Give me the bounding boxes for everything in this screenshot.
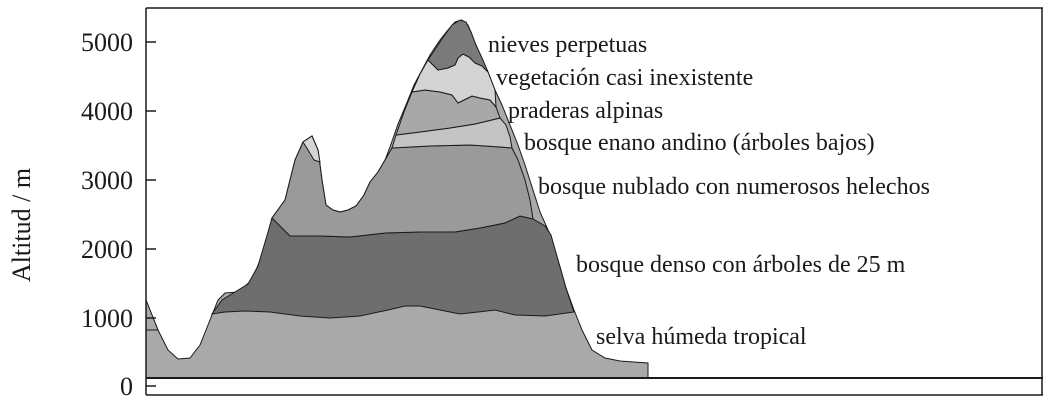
y-tick-label-1000: 1000 [81, 304, 133, 333]
y-tick-label-2000: 2000 [81, 235, 133, 264]
y-tick-label-4000: 4000 [81, 97, 133, 126]
label-bosque-denso: bosque denso con árboles de 25 m [576, 252, 906, 278]
mountain-profile [145, 19, 649, 379]
left-peak-cap [302, 135, 321, 163]
y-tick-label-0: 0 [120, 372, 133, 399]
label-nieves-perpetuas: nieves perpetuas [488, 32, 647, 58]
label-bosque-nublado: bosque nublado con numerosos helechos [538, 174, 930, 200]
y-tick-label-5000: 5000 [81, 28, 133, 57]
y-axis-tick-labels: 0 1000 2000 3000 4000 5000 [81, 28, 133, 401]
y-axis-title: Altitud / m [7, 168, 36, 282]
left-edge-cliff [145, 299, 159, 331]
zone-labels: nieves perpetuas vegetación casi inexist… [488, 32, 930, 350]
y-axis-ticks [146, 41, 156, 387]
zone-nieves-perpetuas [427, 19, 489, 73]
y-tick-label-3000: 3000 [81, 166, 133, 195]
label-bosque-enano-andino: bosque enano andino (árboles bajos) [524, 130, 875, 156]
label-praderas-alpinas: praderas alpinas [508, 98, 663, 124]
label-selva-humeda-tropical: selva húmeda tropical [596, 324, 807, 350]
label-vegetacion-casi-inexistente: vegetación casi inexistente [496, 65, 753, 91]
